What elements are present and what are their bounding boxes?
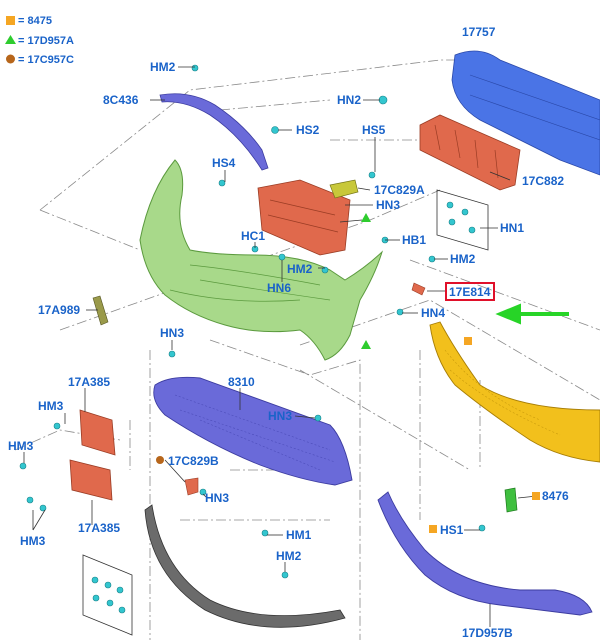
label-hn3-shield[interactable]: HN3	[268, 409, 292, 423]
label-hn3-left[interactable]: HN3	[160, 326, 184, 340]
label-hs4[interactable]: HS4	[212, 156, 236, 170]
part-8476[interactable]	[504, 487, 518, 513]
lower-lip-17d957b[interactable]	[377, 491, 593, 616]
energy-absorber-17c882[interactable]	[419, 114, 521, 191]
upper-trim-8c436[interactable]	[159, 93, 269, 171]
label-hn3[interactable]: HN3	[376, 198, 400, 212]
legend-item-17d957a: = 17D957A	[18, 35, 74, 47]
part-17c829b[interactable]	[184, 477, 199, 496]
bracket-17a385-upper[interactable]	[79, 409, 116, 456]
strap-17a989[interactable]	[92, 295, 109, 326]
lower-grille-yellow[interactable]	[429, 321, 600, 463]
highlight-box	[445, 282, 495, 301]
bottom-splitter-gray[interactable]	[144, 504, 346, 628]
label-hm3-lower[interactable]: HM3	[20, 534, 46, 548]
label-hs1[interactable]: HS1	[440, 523, 464, 537]
label-17e814[interactable]: 17E814	[449, 285, 491, 299]
label-17a385[interactable]: 17A385	[68, 375, 110, 389]
square-marker-icon	[464, 337, 472, 345]
label-hn2[interactable]: HN2	[337, 93, 361, 107]
legend-square-icon	[6, 16, 15, 25]
bracket-17c829a[interactable]	[329, 179, 359, 199]
label-8310[interactable]: 8310	[228, 375, 255, 389]
label-hn1[interactable]: HN1	[500, 221, 524, 235]
label-17a989[interactable]: 17A989	[38, 303, 80, 317]
legend-circle-icon	[6, 54, 15, 64]
label-hb1[interactable]: HB1	[402, 233, 426, 247]
fastener-panel-bottom	[82, 554, 133, 636]
part-labels: 17757 HM2 8C436 HN2 HS2 HS5 HS4 17C829A …	[8, 25, 569, 640]
label-17c829a[interactable]: 17C829A	[374, 183, 425, 197]
triangle-marker-icon	[361, 213, 371, 222]
legend-item-8475: = 8475	[18, 15, 52, 27]
circle-marker-icon	[156, 456, 164, 464]
label-hm3[interactable]: HM3	[38, 399, 64, 413]
leader-lines	[23, 66, 538, 627]
part-17e814[interactable]	[411, 282, 426, 296]
fastener-panel-hn1	[436, 189, 489, 251]
label-17a385-lower[interactable]: 17A385	[78, 521, 120, 535]
bracket-17a385-lower[interactable]	[69, 459, 113, 501]
label-hm2-bottom[interactable]: HM2	[276, 549, 302, 563]
label-hm2[interactable]: HM2	[150, 60, 176, 74]
triangle-marker-icon	[361, 340, 371, 349]
label-hm1[interactable]: HM1	[286, 528, 312, 542]
label-8476[interactable]: 8476	[542, 489, 569, 503]
legend-triangle-icon	[5, 35, 16, 44]
green-arrow-icon	[495, 303, 569, 325]
label-17d957b[interactable]: 17D957B	[462, 626, 513, 640]
label-8c436[interactable]: 8C436	[103, 93, 139, 107]
square-marker-icon	[532, 492, 540, 500]
legend-item-17c957c: = 17C957C	[18, 54, 74, 66]
label-17c829b[interactable]: 17C829B	[168, 454, 219, 468]
label-hm2-right[interactable]: HM2	[450, 252, 476, 266]
label-hm3-left[interactable]: HM3	[8, 439, 34, 453]
label-hn6[interactable]: HN6	[267, 281, 291, 295]
label-hn4[interactable]: HN4	[421, 306, 445, 320]
underbody-shield-8310[interactable]	[153, 376, 353, 486]
bumper-cover-green[interactable]	[139, 159, 384, 361]
label-17757[interactable]: 17757	[462, 25, 496, 39]
label-hc1[interactable]: HC1	[241, 229, 265, 243]
label-hm2-center[interactable]: HM2	[287, 262, 313, 276]
marker-symbols	[156, 213, 540, 533]
label-hs5[interactable]: HS5	[362, 123, 386, 137]
square-marker-icon	[429, 525, 437, 533]
label-hs2[interactable]: HS2	[296, 123, 320, 137]
label-17c882[interactable]: 17C882	[522, 174, 564, 188]
legend: = 8475 = 17D957A = 17C957C	[5, 15, 74, 66]
bumper-reinforcement-17757[interactable]	[451, 50, 600, 176]
center-bracket[interactable]	[257, 179, 351, 256]
label-hn3-lower[interactable]: HN3	[205, 491, 229, 505]
